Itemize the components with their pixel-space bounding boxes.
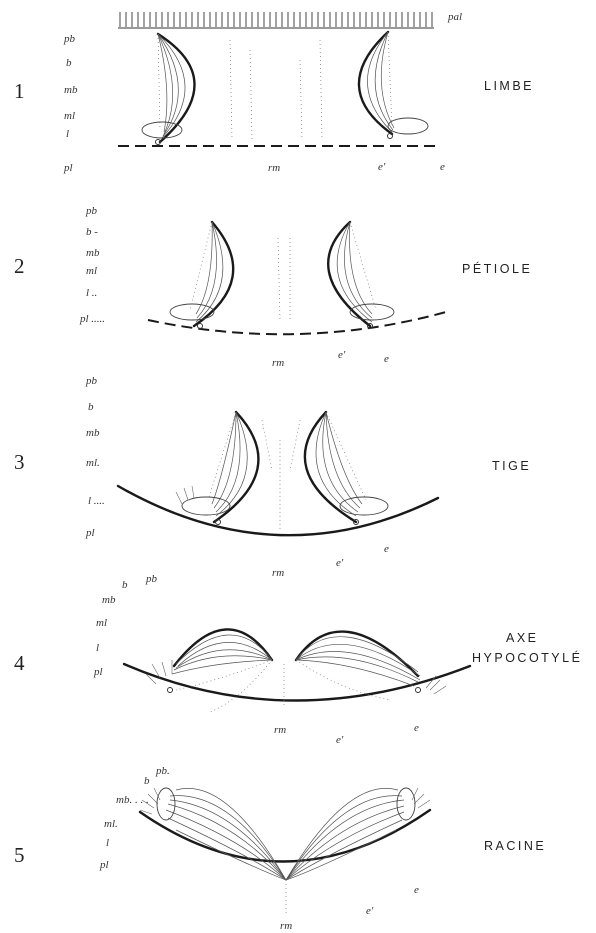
endodermis-curve bbox=[124, 664, 470, 701]
figure-number: 5 bbox=[14, 843, 25, 867]
figure-title: TIGE bbox=[492, 459, 531, 473]
label-pal: pal bbox=[447, 11, 462, 23]
label-l: l .. bbox=[86, 287, 97, 299]
palisade-layer bbox=[118, 12, 434, 28]
label-e-prime: e' bbox=[336, 734, 344, 746]
label-pb: pb bbox=[63, 33, 76, 45]
label-e-prime: e' bbox=[366, 905, 374, 917]
label-mb: mb bbox=[86, 427, 100, 439]
label-pb: pb bbox=[85, 375, 98, 387]
label-e: e bbox=[440, 161, 445, 173]
pericycle-curve bbox=[148, 312, 446, 334]
figure-title: PÉTIOLE bbox=[462, 261, 532, 276]
figure-1: pal pb b mb ml l pl rm e' e 1 LIMBE bbox=[14, 11, 534, 174]
figure-title-line-1: AXE bbox=[506, 631, 539, 645]
figure-number: 4 bbox=[14, 651, 25, 675]
vascular-bundle-right bbox=[286, 788, 430, 880]
sclerenchyma-arc bbox=[158, 34, 195, 142]
label-ml: ml bbox=[86, 265, 97, 277]
label-pl: pl bbox=[93, 666, 103, 678]
vascular-bundle-right bbox=[305, 412, 388, 525]
label-l: l bbox=[96, 642, 99, 654]
vascular-bundle-left bbox=[170, 222, 233, 329]
label-l: l bbox=[66, 128, 69, 140]
vascular-bundle-left bbox=[146, 629, 272, 712]
label-mb: mb. . . . bbox=[116, 794, 149, 806]
label-rm: rm bbox=[272, 357, 284, 369]
label-mb: mb bbox=[86, 247, 100, 259]
label-b: b - bbox=[86, 226, 98, 238]
vascular-bundle-right bbox=[296, 632, 446, 700]
label-b: b bbox=[66, 57, 72, 69]
label-e-prime: e' bbox=[338, 349, 346, 361]
vascular-bundle-right bbox=[328, 222, 394, 329]
label-e: e bbox=[384, 543, 389, 555]
label-b: b bbox=[88, 401, 94, 413]
label-l: l bbox=[106, 837, 109, 849]
figure-2: pb b - mb ml l .. pl ..... rm e' e 2 PÉT… bbox=[14, 205, 532, 369]
label-ml: ml. bbox=[86, 457, 100, 469]
figure-4: pb b mb ml l pl rm e' e 4 AXE HYPOCOTYLÉ bbox=[14, 573, 582, 746]
vascular-bundle-left bbox=[140, 788, 286, 880]
figure-number: 2 bbox=[14, 254, 25, 278]
endodermis-curve bbox=[140, 810, 430, 862]
vascular-bundle-left bbox=[176, 412, 258, 525]
label-e: e bbox=[384, 353, 389, 365]
label-e-prime: e' bbox=[378, 161, 386, 173]
label-ml: ml. bbox=[104, 818, 118, 830]
label-ml: ml bbox=[64, 110, 75, 122]
endodermis-curve bbox=[118, 486, 438, 535]
label-pl: pl bbox=[63, 162, 73, 174]
label-pl: pl ..... bbox=[79, 313, 105, 325]
label-rm: rm bbox=[268, 162, 280, 174]
label-pb: pb bbox=[145, 573, 158, 585]
vascular-bundle-left bbox=[142, 34, 195, 145]
figure-5: pb. b mb. . . . ml. l pl rm e' e 5 RACIN… bbox=[14, 765, 546, 932]
label-e: e bbox=[414, 722, 419, 734]
label-pb: pb bbox=[85, 205, 98, 217]
label-pl: pl bbox=[99, 859, 109, 871]
palisade-cells bbox=[120, 12, 432, 27]
figure-title: LIMBE bbox=[484, 79, 534, 93]
label-b: b bbox=[122, 579, 128, 591]
phloem-fan bbox=[142, 122, 182, 138]
figure-number: 3 bbox=[14, 450, 25, 474]
label-l: l .... bbox=[88, 495, 105, 507]
label-ml: ml bbox=[96, 617, 107, 629]
label-pl: pl bbox=[85, 527, 95, 539]
label-mb: mb bbox=[102, 594, 116, 606]
label-pb: pb. bbox=[155, 765, 170, 777]
figure-number: 1 bbox=[14, 79, 25, 103]
figure-title: RACINE bbox=[484, 839, 546, 853]
figure-title-line-2: HYPOCOTYLÉ bbox=[472, 650, 582, 665]
label-mb: mb bbox=[64, 84, 78, 96]
label-b: b bbox=[144, 775, 150, 787]
label-rm: rm bbox=[274, 724, 286, 736]
label-e-prime: e' bbox=[336, 557, 344, 569]
label-e: e bbox=[414, 884, 419, 896]
figure-3: pb b mb ml. l .... pl rm e' e 3 TIGE bbox=[14, 375, 531, 579]
vascular-bundle-right bbox=[359, 32, 428, 139]
label-rm: rm bbox=[280, 920, 292, 932]
label-rm: rm bbox=[272, 567, 284, 579]
